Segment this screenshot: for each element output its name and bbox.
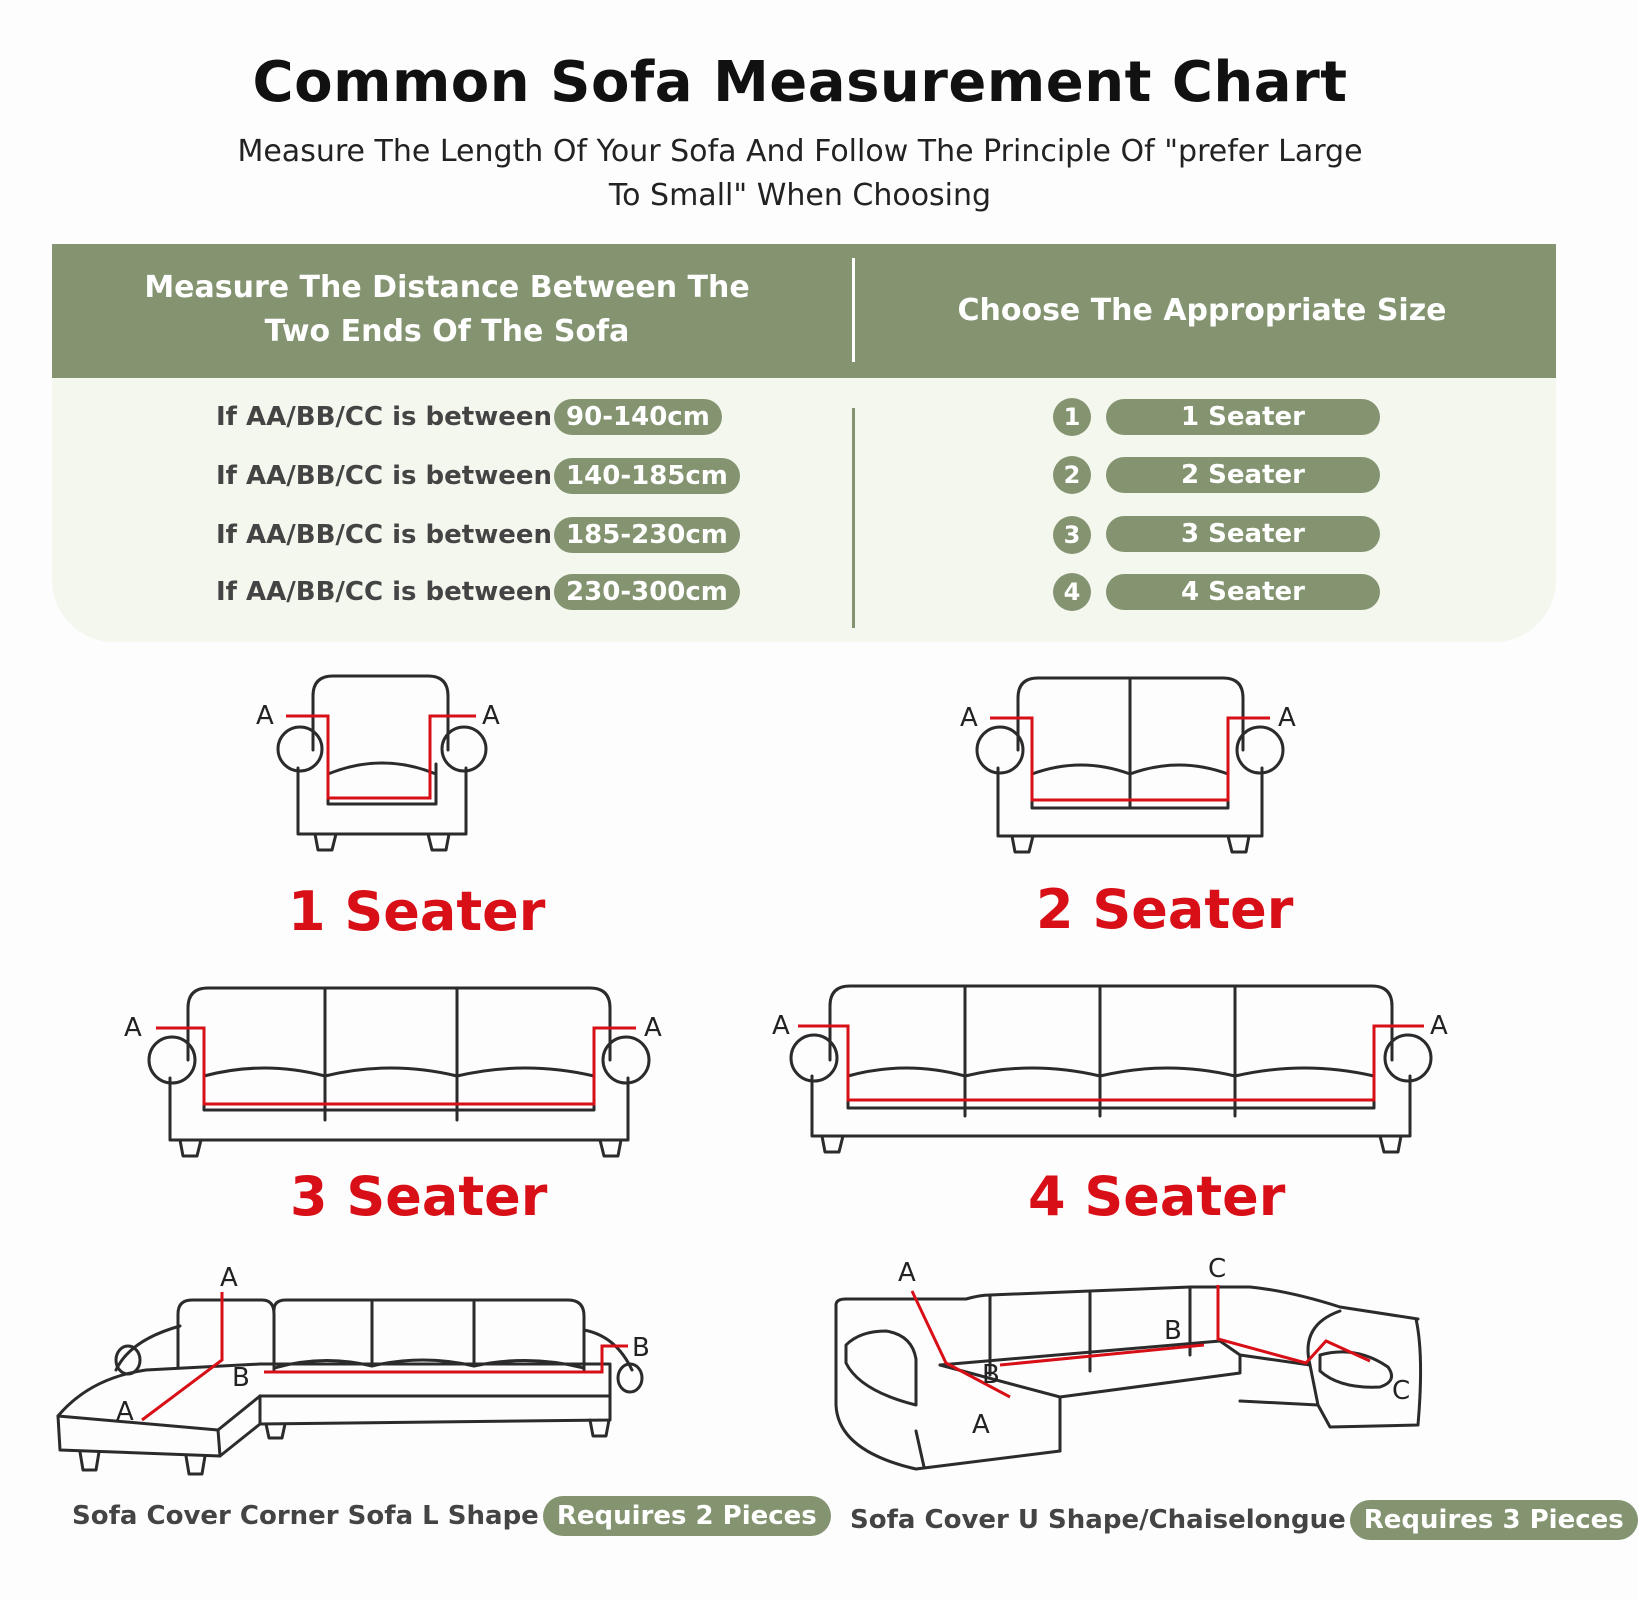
range-badge: 90-140cm	[554, 399, 722, 435]
header-measure: Measure The Distance Between The Two End…	[144, 270, 750, 349]
marker-a: A	[482, 701, 500, 731]
table-row: If AA/BB/CC is between 230-300cm	[216, 574, 740, 610]
size-badge: 1 Seater	[1106, 399, 1380, 435]
seater-3-label: 3 Seater	[290, 1165, 548, 1228]
seater-4-label: 4 Seater	[1028, 1165, 1286, 1228]
range-badge: 230-300cm	[554, 574, 740, 610]
size-badge: 3 Seater	[1106, 516, 1380, 552]
u-shape-caption: Sofa Cover U Shape/Chaiselongue Requires…	[850, 1500, 1638, 1540]
u-shape-text: Sofa Cover U Shape/Chaiselongue	[850, 1505, 1346, 1535]
four-seat-sofa-icon: A A	[772, 984, 1448, 1154]
seater-2-label: 2 Seater	[1036, 878, 1294, 941]
marker-b: B	[982, 1360, 1000, 1390]
seater-1-label: 1 Seater	[288, 880, 546, 943]
table-row: If AA/BB/CC is between 90-140cm	[216, 399, 722, 435]
marker-a: A	[1430, 1011, 1448, 1041]
marker-c: C	[1208, 1254, 1226, 1284]
table-row: If AA/BB/CC is between 185-230cm	[216, 517, 740, 553]
range-badge: 185-230cm	[554, 517, 740, 553]
l-shape-pieces-badge: Requires 2 Pieces	[542, 1496, 831, 1536]
marker-a: A	[256, 701, 274, 731]
marker-a: A	[1278, 703, 1296, 733]
marker-a: A	[772, 1011, 790, 1041]
l-shape-sofa-icon: A B A B	[56, 1263, 650, 1476]
marker-c: C	[1392, 1376, 1410, 1406]
table-row: If AA/BB/CC is between 140-185cm	[216, 458, 740, 494]
size-number-badge: 2	[1053, 456, 1091, 494]
marker-a: A	[644, 1013, 662, 1043]
marker-a: A	[972, 1410, 990, 1440]
three-seat-sofa-icon: A A	[124, 986, 662, 1158]
marker-b: B	[632, 1333, 650, 1363]
l-shape-text: Sofa Cover Corner Sofa L Shape	[72, 1501, 539, 1531]
body-divider	[852, 408, 855, 628]
size-badge: 4 Seater	[1106, 574, 1380, 610]
page-title: Common Sofa Measurement Chart	[252, 50, 1348, 115]
row-prefix: If AA/BB/CC is between	[216, 402, 553, 432]
size-badge: 2 Seater	[1106, 457, 1380, 493]
l-shape-caption: Sofa Cover Corner Sofa L Shape Requires …	[72, 1496, 831, 1536]
page-subtitle: Measure The Length Of Your Sofa And Foll…	[237, 134, 1363, 213]
size-table: Measure The Distance Between The Two End…	[52, 244, 1556, 642]
marker-a: A	[960, 703, 978, 733]
marker-a: A	[116, 1397, 134, 1427]
row-prefix: If AA/BB/CC is between	[216, 461, 553, 491]
marker-a: A	[124, 1013, 142, 1043]
range-badge: 140-185cm	[554, 458, 740, 494]
header-choose: Choose The Appropriate Size	[957, 293, 1447, 328]
table-header: Measure The Distance Between The Two End…	[52, 244, 1556, 378]
size-number-badge: 1	[1053, 398, 1091, 436]
size-number-badge: 3	[1053, 516, 1091, 554]
row-prefix: If AA/BB/CC is between	[216, 577, 553, 607]
marker-b: B	[1164, 1316, 1182, 1346]
header-divider	[852, 258, 855, 362]
u-shape-pieces-badge: Requires 3 Pieces	[1349, 1500, 1638, 1540]
armchair-icon: A A	[256, 674, 500, 852]
loveseat-icon: A A	[960, 676, 1296, 854]
marker-a: A	[898, 1258, 916, 1288]
size-number-badge: 4	[1053, 573, 1091, 611]
marker-b: B	[232, 1363, 250, 1393]
marker-a: A	[220, 1263, 238, 1293]
row-prefix: If AA/BB/CC is between	[216, 520, 553, 550]
u-shape-sofa-icon: A C B B C A	[834, 1254, 1423, 1471]
